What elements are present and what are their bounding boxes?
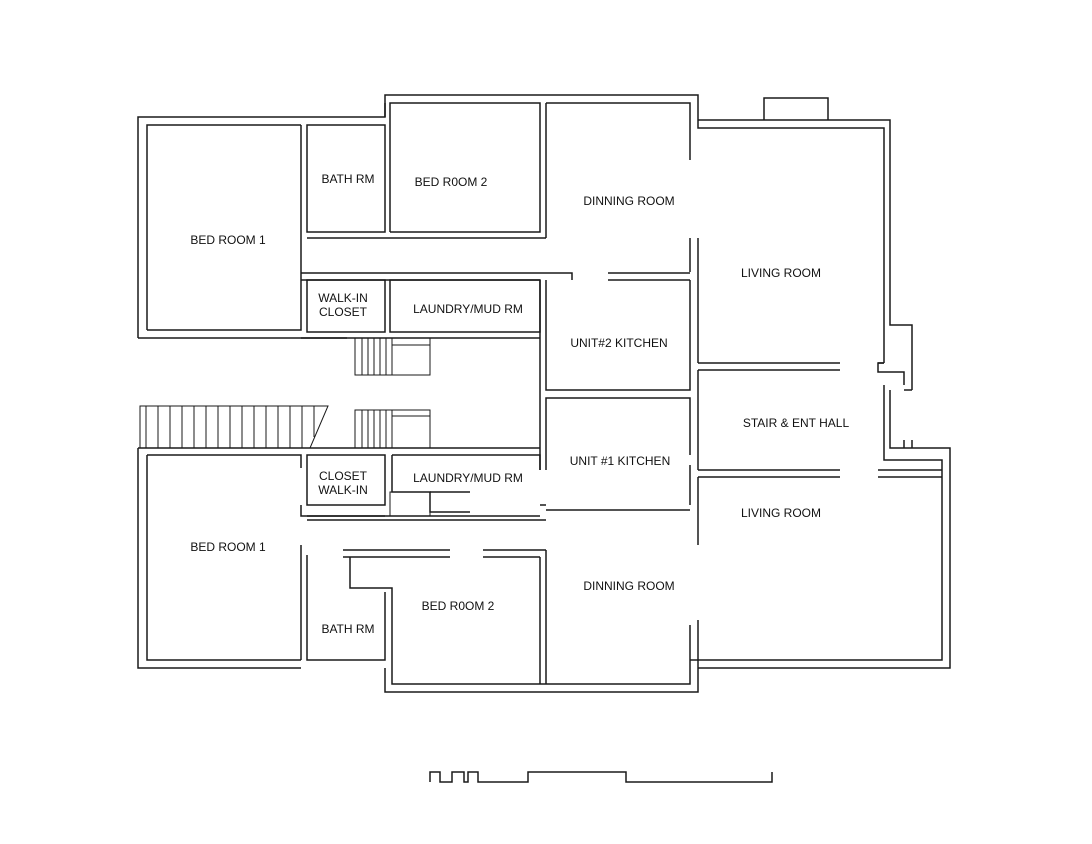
label-unit1-kitchen: UNIT #1 KITCHEN <box>570 454 670 468</box>
label-living-room-lower: LIVING ROOM <box>741 506 821 520</box>
room-labels: BED ROOM 1 BATH RM BED R0OM 2 DINNING RO… <box>190 172 849 636</box>
scale-bar <box>429 771 773 783</box>
label-bed-room-2-lower: BED R0OM 2 <box>422 599 495 613</box>
label-bath-rm-lower: BATH RM <box>321 622 374 636</box>
label-bath-rm-upper: BATH RM <box>321 172 374 186</box>
upper-unit-walls <box>138 102 884 470</box>
outer-walls <box>137 94 951 693</box>
label-stair-ent-hall: STAIR & ENT HALL <box>743 416 850 430</box>
label-laundry-upper: LAUNDRY/MUD RM <box>413 302 523 316</box>
label-living-room-upper: LIVING ROOM <box>741 266 821 280</box>
label-bed-room-1-upper: BED ROOM 1 <box>190 233 266 247</box>
stair-hall-walls <box>545 370 942 545</box>
label-laundry-lower: LAUNDRY/MUD RM <box>413 471 523 485</box>
label-dinning-room-upper: DINNING ROOM <box>583 194 674 208</box>
label-walk-in-upper: WALK-IN <box>318 291 368 305</box>
label-dinning-room-lower: DINNING ROOM <box>583 579 674 593</box>
label-walk-in-lower: WALK-IN <box>318 483 368 497</box>
stairs <box>139 337 431 449</box>
label-unit2-kitchen: UNIT#2 KITCHEN <box>570 336 667 350</box>
label-bed-room-1-lower: BED ROOM 1 <box>190 540 266 554</box>
label-closet-lower: CLOSET <box>319 469 368 483</box>
lower-unit-walls <box>138 447 699 684</box>
label-bed-room-2-upper: BED R0OM 2 <box>415 175 488 189</box>
label-closet-upper: CLOSET <box>319 305 368 319</box>
